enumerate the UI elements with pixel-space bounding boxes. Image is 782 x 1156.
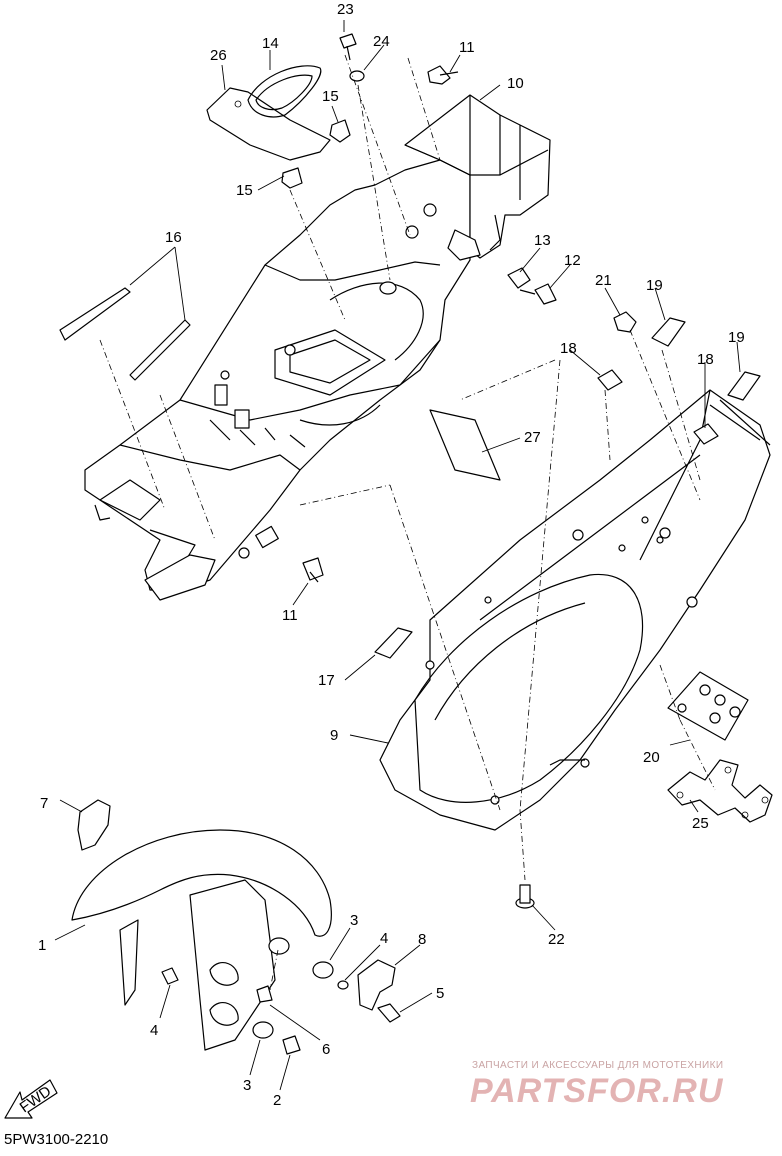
callout-9: 9 [330, 727, 338, 744]
leader-lines [54, 20, 741, 1091]
callout-25: 25 [692, 815, 709, 832]
callout-8: 8 [418, 931, 426, 948]
callout-6: 6 [322, 1041, 330, 1058]
fwd-arrow: FWD [4, 1079, 58, 1119]
rivet-22 [515, 884, 535, 909]
callout-19-right: 19 [728, 329, 745, 346]
callouts: 23 24 11 10 14 26 15 15 16 13 12 21 19 1… [38, 1, 745, 1109]
callout-26: 26 [210, 47, 227, 64]
rear-fender-structure [84, 159, 471, 601]
callout-22: 22 [548, 931, 565, 948]
plate-20 [667, 671, 749, 741]
callout-21: 21 [595, 272, 612, 289]
callout-3-bottom: 3 [243, 1077, 251, 1094]
callout-4-right: 4 [380, 930, 388, 947]
sheet-27 [429, 409, 501, 481]
rear-mudguard [379, 389, 771, 831]
fasteners-front [161, 937, 401, 1055]
clip-parts [281, 119, 351, 189]
callout-15-top: 15 [322, 88, 339, 105]
fasteners-upper [302, 33, 557, 583]
callout-19-top: 19 [646, 277, 663, 294]
callout-10: 10 [507, 75, 524, 92]
callout-4-left: 4 [150, 1022, 158, 1039]
decals-rear [374, 311, 761, 659]
callout-1: 1 [38, 937, 46, 954]
callout-18-left: 18 [560, 340, 577, 357]
callout-5: 5 [436, 985, 444, 1002]
bracket-7 [77, 799, 111, 851]
callout-7: 7 [40, 795, 48, 812]
callout-24: 24 [373, 33, 390, 50]
callout-11-bottom: 11 [282, 607, 298, 624]
watermark-caption: ЗАПЧАСТИ И АКСЕССУАРЫ ДЛЯ МОТОТЕХНИКИ [472, 1060, 724, 1071]
callout-3-top: 3 [350, 912, 358, 929]
callout-13: 13 [534, 232, 551, 249]
callout-2: 2 [273, 1092, 281, 1109]
callout-18-right: 18 [697, 351, 714, 368]
bracket-25 [667, 759, 773, 823]
callout-23: 23 [337, 1, 354, 18]
callout-27: 27 [524, 429, 541, 446]
callout-17: 17 [318, 672, 335, 689]
tail-cover-assembly [206, 65, 331, 161]
bracket-8 [357, 959, 396, 1011]
diagram-code: 5PW3100-2210 [4, 1131, 109, 1148]
callout-20: 20 [643, 749, 660, 766]
watermark-logo: PARTSFOR.RU [470, 1072, 724, 1110]
callout-11-top: 11 [459, 39, 475, 56]
callout-15-left: 15 [236, 182, 253, 199]
callout-12: 12 [564, 252, 581, 269]
callout-16: 16 [165, 229, 182, 246]
front-fender [71, 829, 332, 1051]
decals-16 [59, 287, 191, 381]
battery-box [404, 94, 551, 261]
center-lines [99, 54, 716, 991]
callout-14: 14 [262, 35, 279, 52]
